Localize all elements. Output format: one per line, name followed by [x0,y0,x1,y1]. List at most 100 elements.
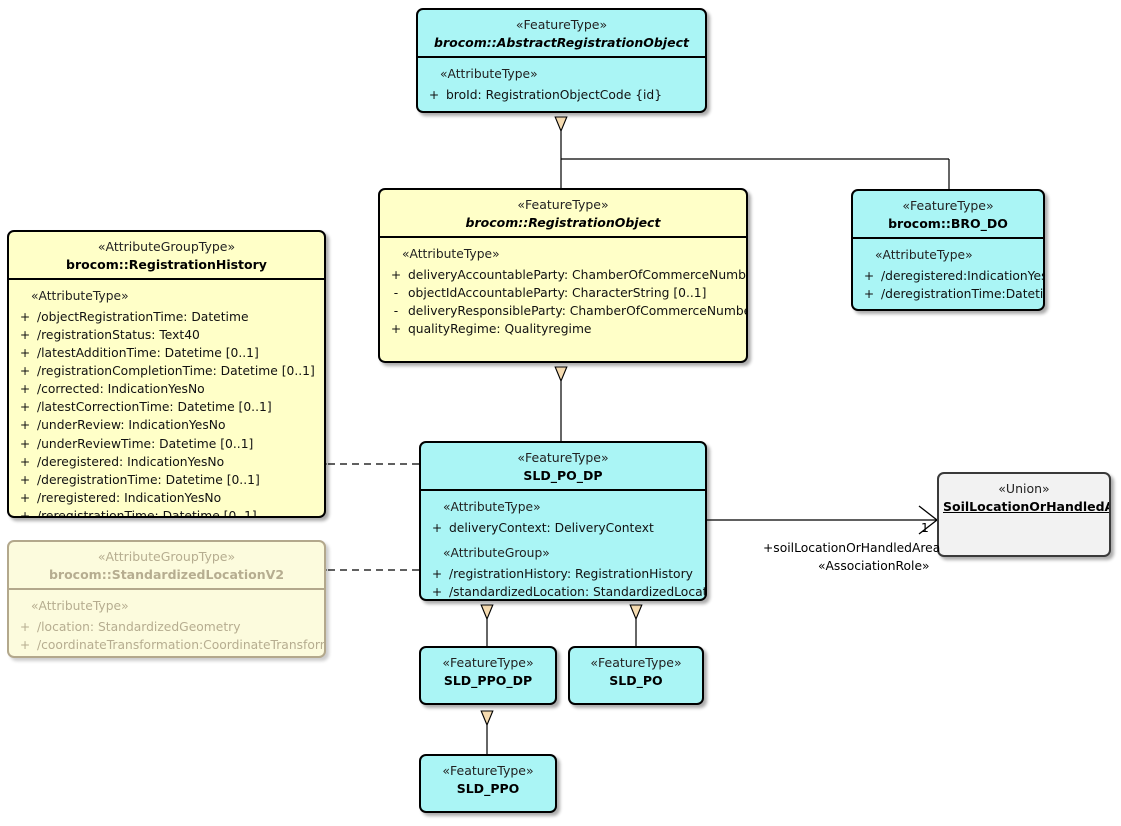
attribute-group-label: «AttributeType» [443,500,541,515]
class-header: «FeatureType» brocom::AbstractRegistrati… [418,10,705,59]
class-name: brocom::StandardizedLocationV2 [48,566,285,582]
class-name: brocom::RegistrationHistory [66,256,267,272]
attribute-group-label: «AttributeGroup» [443,546,550,561]
attribute-compartment: «AttributeType» + deliveryContext: Deliv… [421,491,705,600]
attribute-text: qualityRegime: Qualityregime [408,322,592,337]
class-header: «AttributeGroupType» brocom::Standardize… [9,542,324,591]
attribute-row: - objectIdAccountableParty: CharacterStr… [384,284,744,302]
class-sld-po-dp[interactable]: «FeatureType» SLD_PO_DP «AttributeType» … [419,441,707,601]
attribute-text: deliveryContext: DeliveryContext [449,521,654,536]
visibility-marker: + [19,346,31,361]
class-stereotype: «AttributeGroupType» [97,549,236,564]
attribute-row: + /location: StandardizedGeometry [13,618,322,636]
association-role-stereotype: «AssociationRole» [818,559,930,573]
attribute-text: /registrationHistory: RegistrationHistor… [449,566,693,581]
visibility-marker: + [863,287,875,302]
attribute-row: - deliveryResponsibleParty: ChamberOfCom… [384,302,746,320]
attribute-compartment: «AttributeType» + /objectRegistrationTim… [9,280,324,516]
class-standardized-location-v2[interactable]: «AttributeGroupType» brocom::Standardize… [7,540,326,658]
class-header: «FeatureType» SLD_PPO [421,756,555,802]
visibility-marker: + [390,322,402,337]
class-stereotype: «FeatureType» [442,655,534,670]
class-name: SLD_PPO_DP [443,672,533,688]
attribute-text: /deregistered:IndicationYesNo [881,269,1043,284]
attribute-row: + broId: RegistrationObjectCode {id} [422,86,703,104]
visibility-marker: + [431,585,443,600]
association-multiplicity: 1 [921,521,929,535]
attribute-row: + /objectRegistrationTime: Datetime [13,308,322,326]
visibility-marker: + [19,400,31,415]
visibility-marker: + [19,454,31,469]
attribute-row: + /latestCorrectionTime: Datetime [0..1] [13,398,322,416]
attribute-row: + /underReviewTime: Datetime [0..1] [13,435,322,453]
visibility-marker: + [431,566,443,581]
class-soil-location-or-handled-area[interactable]: «Union» SoilLocationOrHandledArea [937,472,1111,557]
attribute-text: /corrected: IndicationYesNo [37,382,205,397]
attribute-text: /registrationCompletionTime: Datetime [0… [37,364,315,379]
attribute-row: + /reregistered: IndicationYesNo [13,489,322,507]
attribute-row: + /coordinateTransformation:CoordinateTr… [13,636,324,654]
attribute-text: /underReviewTime: Datetime [0..1] [37,436,254,451]
attribute-row: + /registrationHistory: RegistrationHist… [425,565,703,583]
class-stereotype: «FeatureType» [517,450,609,465]
visibility-marker: - [393,286,399,301]
visibility-marker: + [19,638,31,653]
attribute-text: deliveryAccountableParty: ChamberOfComme… [408,268,748,283]
attribute-text: /coordinateTransformation:CoordinateTran… [37,638,324,653]
attribute-text: /reregistered: IndicationYesNo [37,490,222,505]
class-registration-history[interactable]: «AttributeGroupType» brocom::Registratio… [7,230,326,518]
attribute-compartment: «AttributeType» + /deregistered:Indicati… [853,239,1043,309]
attribute-text: objectIdAccountableParty: CharacterStrin… [408,286,707,301]
class-header: «FeatureType» brocom::BRO_DO [853,191,1043,240]
attribute-text: broId: RegistrationObjectCode {id} [446,88,663,103]
attribute-row: + /deregistrationTime:Datetime [857,285,1043,303]
attribute-text: /objectRegistrationTime: Datetime [37,310,249,325]
class-stereotype: «FeatureType» [442,763,534,778]
class-bro-do[interactable]: «FeatureType» brocom::BRO_DO «AttributeT… [851,189,1045,311]
class-name: brocom::RegistrationObject [465,214,661,230]
class-stereotype: «AttributeGroupType» [97,239,236,254]
attribute-row: + /deregistrationTime: Datetime [0..1] [13,471,322,489]
attribute-group-label: «AttributeType» [402,247,500,262]
class-registration-object[interactable]: «FeatureType» brocom::RegistrationObject… [378,188,748,363]
visibility-marker: + [19,436,31,451]
visibility-marker: + [863,269,875,284]
attribute-text: /deregistered: IndicationYesNo [37,454,225,469]
attribute-group-label: «AttributeType» [440,67,538,82]
visibility-marker: + [19,472,31,487]
class-header: «AttributeGroupType» brocom::Registratio… [9,232,324,281]
class-stereotype: «Union» [998,481,1050,496]
class-header: «FeatureType» brocom::RegistrationObject [380,190,746,239]
attribute-text: /latestAdditionTime: Datetime [0..1] [37,346,259,361]
attribute-text: /standardizedLocation: StandardizedLocat… [449,585,707,600]
class-stereotype: «FeatureType» [902,198,994,213]
attribute-row: + /standardizedLocation: StandardizedLoc… [425,583,705,600]
class-name: brocom::BRO_DO [888,215,1008,231]
attribute-row: + /latestAdditionTime: Datetime [0..1] [13,344,322,362]
class-header: «FeatureType» SLD_PPO_DP [421,648,555,694]
visibility-marker: + [19,620,31,635]
attribute-text: /latestCorrectionTime: Datetime [0..1] [37,400,272,415]
class-sld-ppo[interactable]: «FeatureType» SLD_PPO [419,754,557,813]
attribute-group-label: «AttributeType» [31,599,129,614]
attribute-row: + /deregistered:IndicationYesNo [857,267,1043,285]
class-sld-ppo-dp[interactable]: «FeatureType» SLD_PPO_DP [419,646,557,705]
attribute-row: + /registrationStatus: Text40 [13,326,322,344]
attribute-row: + /registrationCompletionTime: Datetime … [13,362,322,380]
association-role-label: +soilLocationOrHandledArea [763,541,941,555]
visibility-marker: + [19,328,31,343]
class-header: «FeatureType» SLD_PO [570,648,702,694]
attribute-row: + deliveryAccountableParty: ChamberOfCom… [384,266,746,284]
attribute-compartment: «AttributeType» + broId: RegistrationObj… [418,58,705,110]
class-header: «FeatureType» SLD_PO_DP [421,443,705,492]
attribute-row: + /deregistered: IndicationYesNo [13,453,322,471]
attribute-group-label: «AttributeType» [875,248,973,263]
attribute-row: + deliveryContext: DeliveryContext [425,519,703,537]
attribute-row: + /corrected: IndicationYesNo [13,380,322,398]
visibility-marker: - [393,304,399,319]
class-abstract-registration-object[interactable]: «FeatureType» brocom::AbstractRegistrati… [416,8,707,113]
class-header: «Union» SoilLocationOrHandledArea [939,474,1109,520]
class-name: brocom::AbstractRegistrationObject [434,34,689,50]
class-sld-po[interactable]: «FeatureType» SLD_PO [568,646,704,705]
